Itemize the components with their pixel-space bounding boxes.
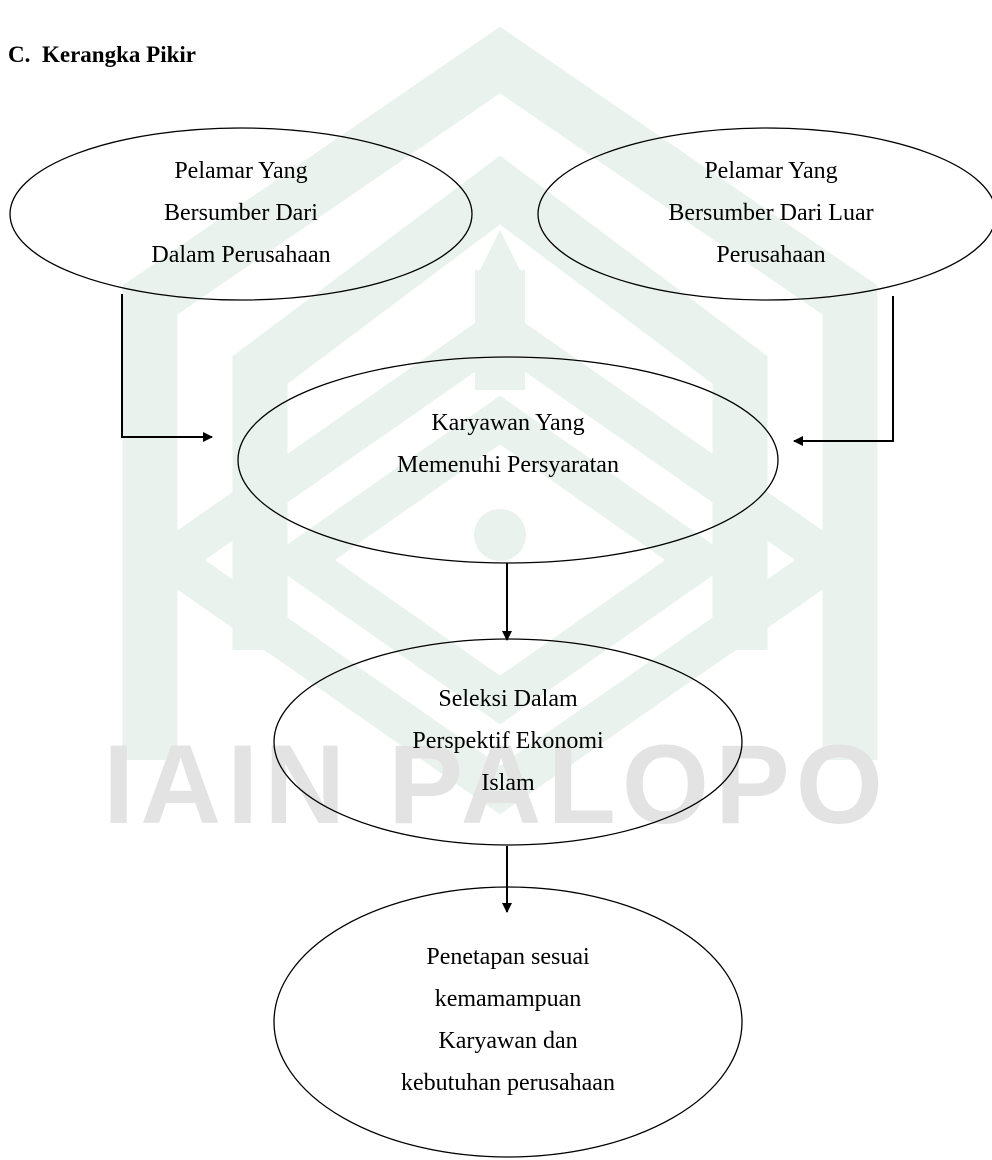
node-internal-applicants	[9, 127, 473, 301]
label-line: Dalam Perusahaan	[151, 242, 331, 268]
edge-internal-to-qualified	[121, 294, 213, 442]
section-title: Kerangka Pikir	[42, 42, 196, 67]
label-internal-applicants: Pelamar Yang Bersumber Dari Dalam Perusa…	[41, 150, 441, 276]
label-line: Perspektif Ekonomi	[412, 728, 604, 754]
label-line: Pelamar Yang	[174, 158, 308, 184]
label-qualified-employees: Karyawan Yang Memenuhi Persyaratan	[308, 402, 708, 486]
section-heading: C. Kerangka Pikir	[8, 42, 196, 68]
label-external-applicants: Pelamar Yang Bersumber Dari Luar Perusah…	[571, 150, 971, 276]
label-line: Karyawan Yang	[431, 410, 585, 436]
label-line: Perusahaan	[716, 242, 826, 268]
label-line: Memenuhi Persyaratan	[397, 452, 619, 478]
section-number: C.	[8, 42, 31, 67]
label-line: Seleksi Dalam	[438, 686, 578, 712]
label-line: Pelamar Yang	[704, 158, 838, 184]
label-islamic-selection: Seleksi Dalam Perspektif Ekonomi Islam	[308, 678, 708, 804]
label-line: Penetapan sesuai	[426, 944, 590, 970]
label-line: kemamampuan	[434, 986, 582, 1012]
label-line: Bersumber Dari Luar	[668, 200, 874, 226]
node-external-applicants	[537, 127, 992, 301]
label-line: kebutuhan perusahaan	[401, 1070, 615, 1096]
label-placement: Penetapan sesuai kemamampuan Karyawan da…	[308, 936, 708, 1104]
edge-external-to-qualified	[793, 296, 894, 446]
label-line: Karyawan dan	[438, 1028, 578, 1054]
label-line: Bersumber Dari	[164, 200, 318, 226]
label-line: Islam	[481, 770, 535, 796]
